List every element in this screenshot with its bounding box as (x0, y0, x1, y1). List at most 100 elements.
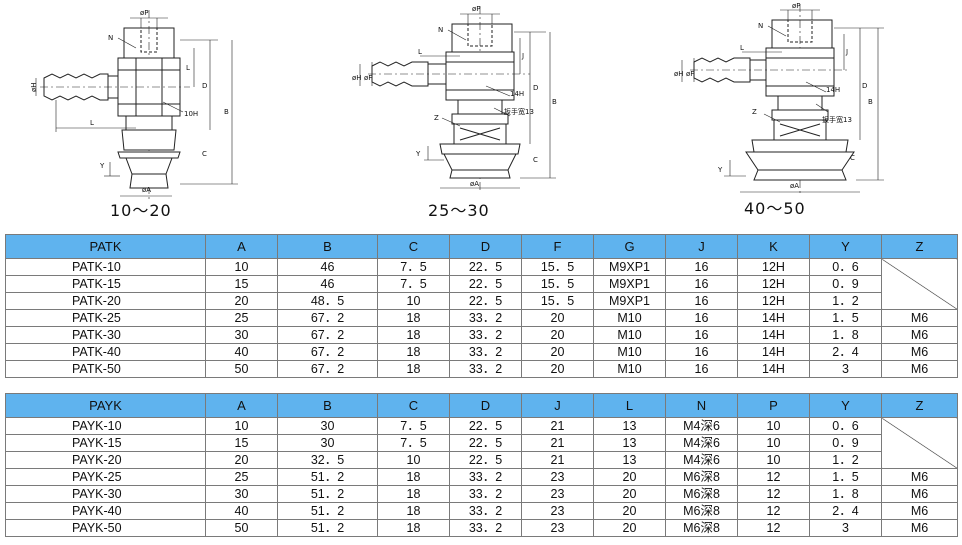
payk-cell: 51．2 (277, 519, 378, 537)
payk-cell: M6深8 (665, 502, 738, 520)
patk-cell: 14H (737, 309, 810, 327)
large-label-d: D (862, 82, 867, 90)
patk-cell: M9XP1 (593, 258, 666, 276)
patk-cell: 2．4 (809, 343, 882, 361)
payk-cell (881, 417, 958, 469)
payk-cell: 50 (205, 519, 278, 537)
payk-cell: 30 (277, 417, 378, 435)
payk-cell: 23 (521, 502, 594, 520)
payk-header-model: PAYK (5, 393, 206, 418)
large-label-f: øF (686, 70, 694, 78)
large-label-z: Z (752, 108, 757, 116)
payk-cell: PAYK-25 (5, 468, 206, 486)
patk-header-a: A (205, 234, 278, 259)
payk-cell: 21 (521, 417, 594, 435)
small-label-l-bottom: L (90, 119, 94, 127)
small-label-y: Y (99, 162, 105, 170)
patk-cell: M6 (881, 309, 958, 327)
payk-cell: 23 (521, 485, 594, 503)
patk-cell: 18 (377, 326, 450, 344)
patk-cell: 16 (665, 343, 738, 361)
patk-cell: M6 (881, 326, 958, 344)
patk-cell: 18 (377, 309, 450, 327)
payk-cell: M6 (881, 502, 958, 520)
payk-cell: M4深6 (665, 417, 738, 435)
small-label-d: D (202, 82, 207, 90)
large-label-h: øH (674, 70, 684, 78)
payk-header-b: B (277, 393, 378, 418)
patk-cell: 7．5 (377, 258, 450, 276)
patk-header-row: PATK A B C D F G J K Y Z (5, 234, 958, 259)
payk-cell: 20 (205, 451, 278, 469)
patk-cell: M10 (593, 326, 666, 344)
patk-cell: 20 (521, 343, 594, 361)
patk-cell: 12H (737, 275, 810, 293)
patk-cell: 15．5 (521, 292, 594, 310)
payk-cell: PAYK-20 (5, 451, 206, 469)
payk-header-c: C (377, 393, 450, 418)
small-label-c: C (202, 150, 207, 158)
patk-cell: 33．2 (449, 309, 522, 327)
payk-cell: PAYK-10 (5, 417, 206, 435)
medium-label-f: øF (364, 74, 372, 82)
payk-cell: 51．2 (277, 485, 378, 503)
payk-cell: 3 (809, 519, 882, 537)
payk-cell: 25 (205, 468, 278, 486)
payk-cell: 1．5 (809, 468, 882, 486)
patk-header-y: Y (809, 234, 882, 259)
payk-cell: 12 (737, 485, 810, 503)
payk-cell: 0．6 (809, 417, 882, 435)
patk-cell: 20 (521, 309, 594, 327)
payk-cell: 7．5 (377, 434, 450, 452)
patk-cell: 3 (809, 360, 882, 378)
patk-cell: M9XP1 (593, 292, 666, 310)
patk-cell: 1．2 (809, 292, 882, 310)
payk-cell: 13 (593, 451, 666, 469)
patk-cell: 10 (377, 292, 450, 310)
patk-cell: PATK-20 (5, 292, 206, 310)
payk-cell: 12 (737, 502, 810, 520)
payk-cell: 12 (737, 519, 810, 537)
technical-drawings: øP N øH L L 10H D B C Y øA 10～20 (30, 2, 884, 220)
payk-cell: PAYK-50 (5, 519, 206, 537)
patk-cell: 1．8 (809, 326, 882, 344)
large-label-a: øA (790, 182, 799, 190)
payk-cell: 10 (205, 417, 278, 435)
patk-cell (881, 258, 958, 310)
large-label-y: Y (717, 166, 723, 174)
patk-cell: PATK-50 (5, 360, 206, 378)
payk-cell: 1．2 (809, 451, 882, 469)
patk-cell: 12H (737, 258, 810, 276)
patk-cell: 67．2 (277, 309, 378, 327)
payk-cell: 40 (205, 502, 278, 520)
patk-cell: 16 (665, 275, 738, 293)
medium-label-y: Y (415, 150, 421, 158)
medium-label-j: J (521, 52, 524, 60)
patk-cell: 67．2 (277, 360, 378, 378)
payk-cell: M4深6 (665, 434, 738, 452)
patk-cell: 14H (737, 360, 810, 378)
payk-cell: M6深8 (665, 468, 738, 486)
payk-cell: 10 (737, 451, 810, 469)
payk-header-p: P (737, 393, 810, 418)
patk-cell: 14H (737, 326, 810, 344)
patk-cell: 46 (277, 275, 378, 293)
patk-cell: 16 (665, 292, 738, 310)
payk-cell: 33．2 (449, 485, 522, 503)
patk-header-d: D (449, 234, 522, 259)
patk-cell: 15．5 (521, 258, 594, 276)
small-label-b: B (224, 108, 229, 116)
payk-cell: 10 (377, 451, 450, 469)
patk-cell: 67．2 (277, 326, 378, 344)
caption-large: 40～50 (744, 199, 806, 218)
patk-header-c: C (377, 234, 450, 259)
payk-cell: 51．2 (277, 502, 378, 520)
payk-cell: 33．2 (449, 502, 522, 520)
